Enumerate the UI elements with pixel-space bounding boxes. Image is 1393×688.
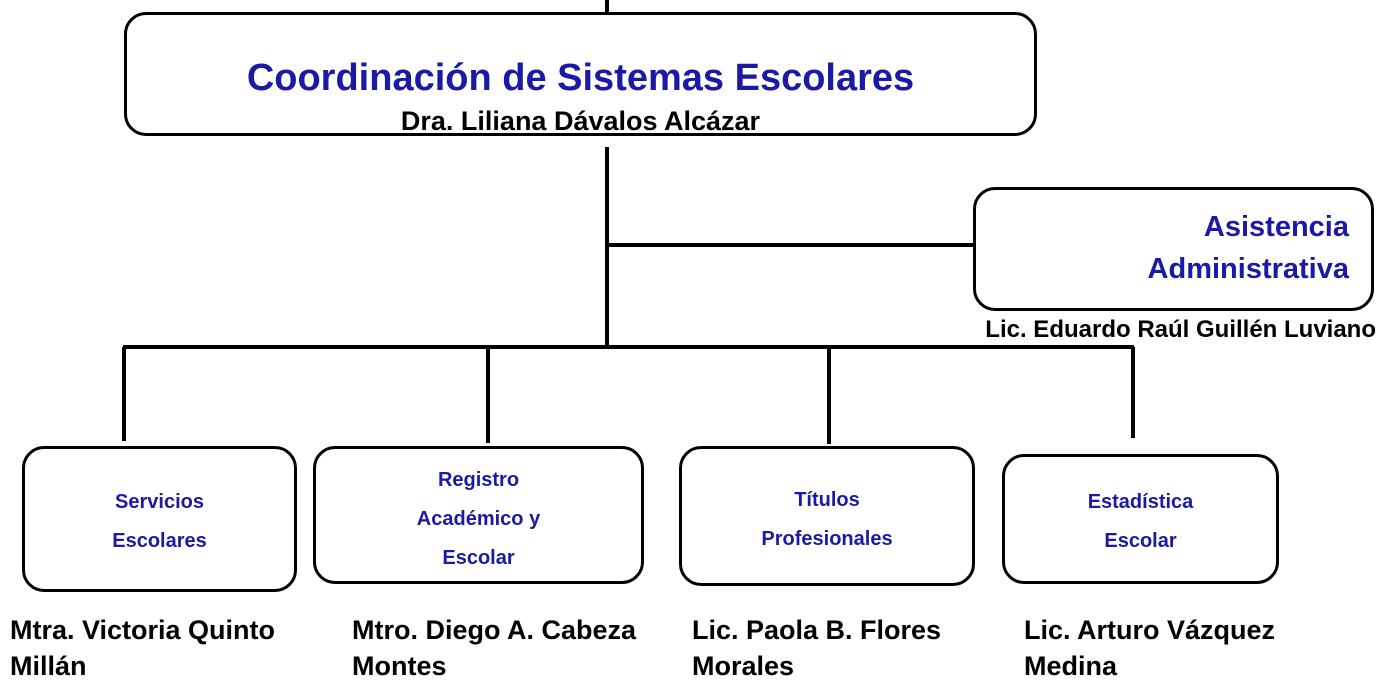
coordination-box: Coordinación de Sistemas Escolares Dra. … — [124, 12, 1037, 136]
assistance-title-line-2: Administrativa — [1147, 253, 1349, 285]
person-line: Montes — [352, 651, 447, 681]
assistance-title: Asistencia Administrativa — [1148, 206, 1349, 290]
unit-person-titulos-profesionales: Lic. Paola B. Flores Morales — [692, 612, 1012, 684]
unit-title: Registro Académico y Escolar — [316, 461, 641, 578]
unit-title-line: Escolar — [1104, 530, 1177, 552]
unit-title-line: Escolares — [112, 530, 207, 552]
assistance-box: Asistencia Administrativa — [973, 187, 1374, 311]
unit-box-servicios-escolares: Servicios Escolares — [22, 446, 297, 592]
unit-person-estadistica-escolar: Lic. Arturo Vázquez Medina — [1024, 612, 1344, 684]
person-line: Mtro. Diego A. Cabeza — [352, 615, 637, 645]
unit-title-line: Servicios — [115, 491, 204, 513]
unit-title: Títulos Profesionales — [682, 481, 972, 559]
unit-title: Servicios Escolares — [25, 483, 294, 561]
unit-box-registro-academico: Registro Académico y Escolar — [313, 446, 644, 584]
unit-title-line: Estadística — [1087, 491, 1194, 513]
assistance-person: Lic. Eduardo Raúl Guillén Luviano — [985, 316, 1376, 343]
unit-title-line: Escolar — [442, 547, 515, 569]
unit-box-estadistica-escolar: Estadística Escolar — [1002, 454, 1279, 584]
person-line: Medina — [1024, 651, 1118, 681]
unit-title: Estadística Escolar — [1005, 483, 1276, 561]
unit-title-line: Académico y — [416, 508, 541, 530]
person-line: Lic. Paola B. Flores — [692, 615, 942, 645]
unit-title-line: Profesionales — [761, 528, 893, 550]
coordination-title: Coordinación de Sistemas Escolares — [246, 57, 915, 99]
person-line: Mtra. Victoria Quinto — [10, 615, 276, 645]
person-line: Lic. Arturo Vázquez — [1024, 615, 1276, 645]
unit-person-registro-academico: Mtro. Diego A. Cabeza Montes — [352, 612, 672, 684]
person-line: Millán — [10, 651, 87, 681]
unit-title-line: Registro — [437, 469, 520, 491]
coordination-person: Dra. Liliana Dávalos Alcázar — [400, 106, 761, 136]
unit-box-titulos-profesionales: Títulos Profesionales — [679, 446, 975, 586]
assistance-title-line-1: Asistencia — [1203, 211, 1349, 243]
unit-title-line: Títulos — [794, 489, 860, 511]
unit-person-servicios-escolares: Mtra. Victoria Quinto Millán — [10, 612, 330, 684]
person-line: Morales — [692, 651, 795, 681]
